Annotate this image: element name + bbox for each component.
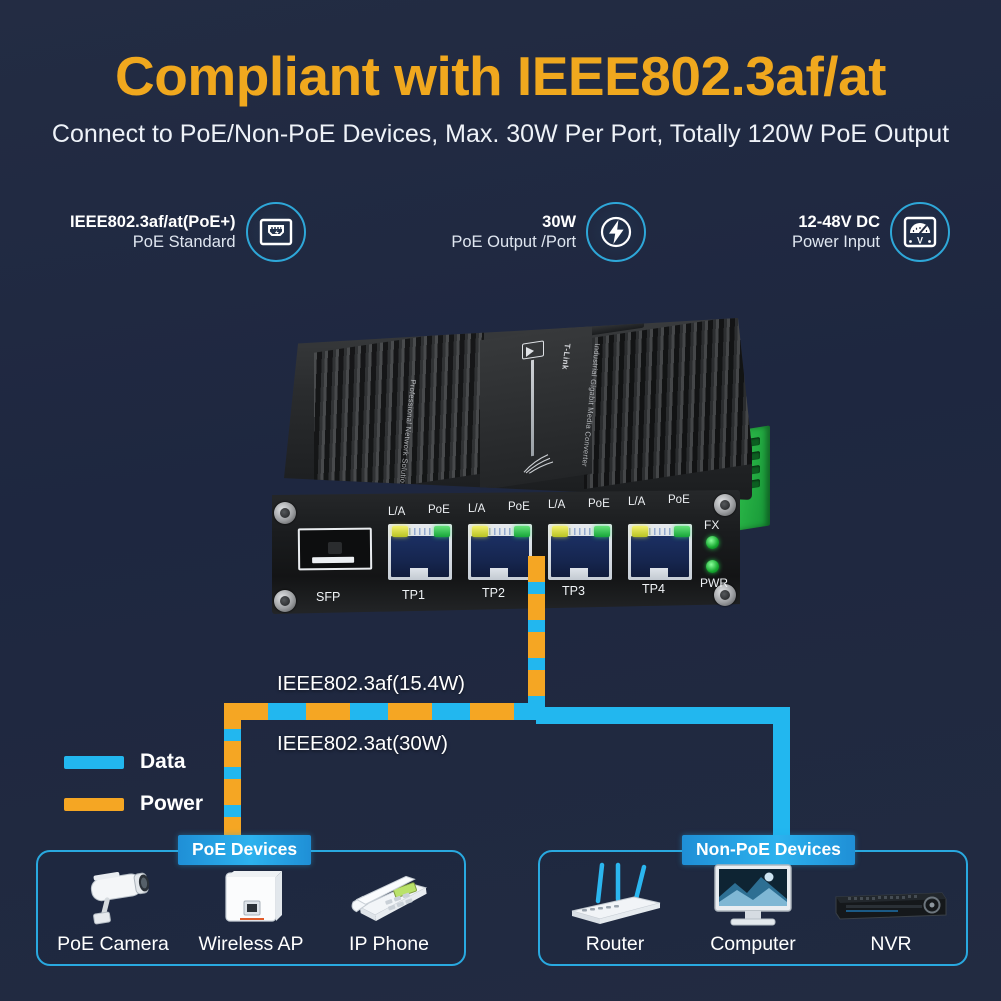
cable-legend: Data Power	[64, 750, 204, 836]
bullet-camera-icon	[67, 851, 159, 929]
panel-screw-bottom-right	[714, 584, 736, 606]
cable-poe-drop-vertical	[528, 556, 545, 720]
pin-label-la-1: L/A	[388, 506, 406, 518]
feature-poe-standard-sub: PoE Standard	[132, 233, 236, 251]
led-la-tp4	[632, 526, 648, 537]
led-poe-tp1	[434, 526, 450, 537]
pin-label-la-2: L/A	[468, 503, 486, 515]
legend-swatch-data	[64, 755, 124, 769]
feature-poe-standard: IEEE802.3af/at(PoE+) PoE Standard	[70, 202, 306, 262]
device-caption-ip-phone: IP Phone	[349, 933, 429, 955]
indicator-label-fx: FX	[704, 518, 720, 532]
voltmeter-gauge-icon: V	[890, 202, 950, 262]
indicator-led-fx	[706, 536, 719, 549]
led-poe-tp4	[674, 526, 690, 537]
port-label-tp1: TP1	[402, 588, 425, 602]
feature-poe-output: 30W PoE Output /Port	[451, 202, 647, 262]
feature-strip: IEEE802.3af/at(PoE+) PoE Standard 30W Po…	[70, 196, 950, 268]
feature-poe-standard-title: IEEE802.3af/at(PoE+)	[70, 212, 236, 231]
media-converter-device: Industrial Gigabit Media Converter Profe…	[262, 318, 770, 630]
antenna-wave-graphic	[522, 447, 556, 474]
rj45-port-tp4[interactable]	[628, 524, 692, 580]
port-label-tp4: TP4	[642, 582, 665, 596]
antenna-emitter-icon	[522, 340, 544, 360]
desktop-monitor-icon	[707, 851, 799, 929]
feature-poe-output-title: 30W	[542, 212, 577, 231]
pin-label-poe-1: PoE	[428, 504, 450, 516]
led-la-tp1	[392, 526, 408, 537]
device-caption-nvr: NVR	[870, 933, 912, 955]
svg-text:V: V	[917, 236, 923, 246]
antenna-stem-graphic	[531, 359, 534, 457]
lightning-bolt-icon	[586, 202, 647, 262]
legend-label-power: Power	[140, 792, 204, 815]
page-subheadline: Connect to PoE/Non-PoE Devices, Max. 30W…	[51, 120, 950, 148]
feature-poe-output-text: 30W PoE Output /Port	[451, 212, 576, 252]
port-label-tp3: TP3	[562, 584, 585, 598]
poe-devices-badge: PoE Devices	[178, 835, 312, 865]
panel-screw-bottom-left	[274, 590, 296, 612]
desk-phone-icon	[343, 851, 435, 929]
cable-poe-horizontal-bus	[224, 703, 545, 720]
device-item-router: Router	[546, 851, 684, 956]
feature-power-input-title: 12-48V DC	[798, 212, 880, 231]
rj45-port-tp1[interactable]	[388, 524, 452, 580]
poe-devices-group: PoE Devices	[36, 835, 466, 966]
port-label-tp2: TP2	[482, 586, 505, 600]
device-item-wireless-ap: Wireless AP	[182, 851, 320, 956]
feature-power-input: 12-48V DC Power Input V	[792, 202, 950, 262]
pin-label-la-4: L/A	[628, 496, 646, 508]
indicator-label-pwr: PWR	[700, 576, 728, 590]
panel-screw-top-right	[714, 494, 736, 516]
device-caption-wireless-ap: Wireless AP	[198, 933, 304, 955]
sfp-port[interactable]	[297, 527, 373, 571]
device-caption-computer: Computer	[710, 933, 796, 955]
heatsink-fins-right	[584, 318, 752, 490]
cable-poe-devices-drop	[224, 703, 241, 835]
panel-screw-top-left	[274, 502, 296, 524]
indicator-led-pwr	[706, 560, 719, 573]
non-poe-devices-group: Non-PoE Devices	[538, 835, 968, 966]
page-headline: Compliant with IEEE802.3af/at	[115, 45, 886, 107]
rj45-poe-icon	[245, 202, 306, 262]
feature-power-input-sub: Power Input	[791, 233, 880, 251]
device-item-computer: Computer	[684, 851, 822, 956]
device-item-ip-phone: IP Phone	[320, 851, 458, 956]
device-item-nvr: NVR	[822, 851, 960, 956]
feature-poe-standard-text: IEEE802.3af/at(PoE+) PoE Standard	[70, 212, 236, 252]
legend-row-power: Power	[64, 792, 204, 815]
device-caption-poe-camera: PoE Camera	[57, 933, 169, 955]
cable-label-at: IEEE802.3at(30W)	[277, 732, 448, 755]
pin-label-poe-2: PoE	[508, 501, 530, 513]
poe-devices-items: PoE Camera Wireless AP	[38, 852, 464, 964]
pin-label-la-3: L/A	[548, 499, 566, 511]
led-poe-tp3	[594, 526, 610, 537]
feature-power-input-text: 12-48V DC Power Input	[792, 212, 880, 252]
wifi-router-icon	[560, 851, 670, 929]
device-item-poe-camera: PoE Camera	[44, 851, 182, 956]
cable-label-af: IEEE802.3af(15.4W)	[277, 672, 466, 695]
legend-row-data: Data	[64, 750, 203, 773]
led-la-tp2	[472, 526, 488, 537]
non-poe-devices-items: Router Computer	[540, 852, 966, 964]
pin-label-poe-4: PoE	[668, 494, 690, 506]
led-la-tp3	[552, 526, 568, 537]
legend-label-data: Data	[140, 750, 186, 773]
cable-data-horizontal	[536, 707, 790, 724]
non-poe-devices-badge: Non-PoE Devices	[682, 835, 855, 865]
legend-swatch-power	[64, 797, 124, 811]
led-poe-tp2	[514, 526, 530, 537]
device-caption-router: Router	[585, 933, 645, 955]
access-point-icon	[216, 851, 286, 929]
feature-poe-output-sub: PoE Output /Port	[451, 233, 577, 251]
device-housing-top: Industrial Gigabit Media Converter Profe…	[284, 318, 752, 500]
cable-data-devices-drop	[773, 707, 790, 835]
port-label-sfp: SFP	[316, 590, 341, 604]
nvr-recorder-icon	[832, 851, 950, 929]
pin-label-poe-3: PoE	[588, 498, 610, 510]
